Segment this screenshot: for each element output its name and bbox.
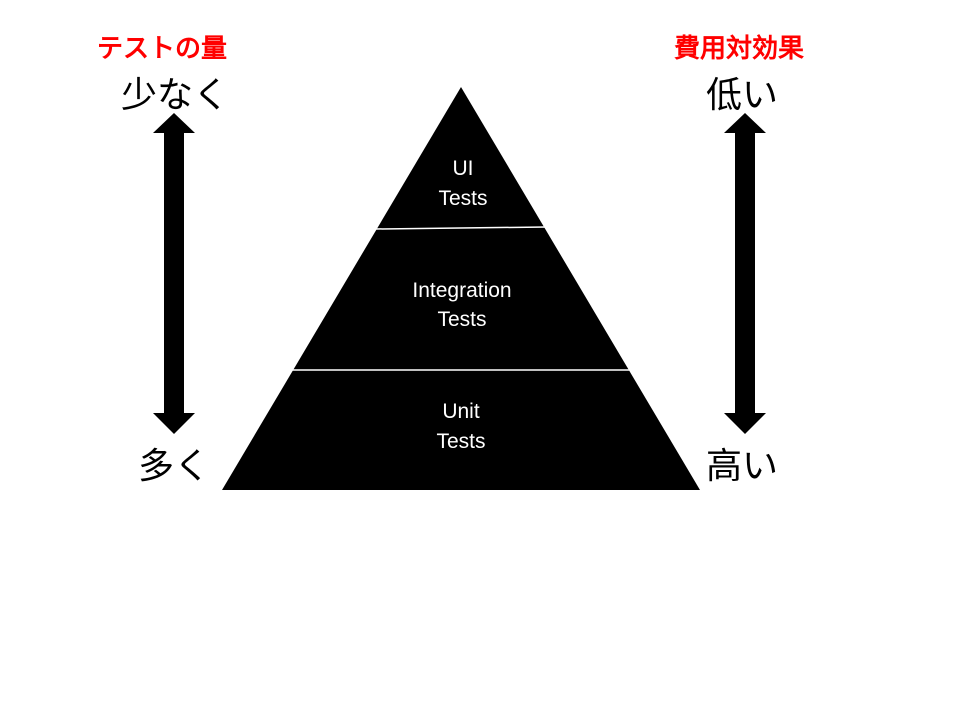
tier-label-line2: Tests [436, 430, 485, 453]
tier-label-line1: Unit [442, 400, 480, 423]
cost-effectiveness-heading: 費用対効果 [674, 34, 805, 64]
test-volume-bottom-label: 多く [138, 446, 211, 487]
cost-effectiveness-double-arrow-icon [724, 113, 766, 434]
cost-effectiveness-bottom-label: 高い [706, 446, 779, 487]
pyramid-tier-unit-tests: Unit Tests [436, 400, 485, 453]
pyramid-shape [222, 87, 700, 490]
tier-label-line2: Tests [438, 187, 487, 210]
tier-label-line2: Tests [437, 308, 486, 331]
pyramid-divider-upper [375, 226, 547, 230]
pyramid-tier-integration-tests: Integration Tests [412, 279, 511, 331]
test-volume-top-label: 少なく [121, 75, 230, 116]
test-volume-heading: テストの量 [97, 34, 228, 64]
test-volume-double-arrow-icon [153, 113, 195, 434]
pyramid-tier-ui-tests: UI Tests [438, 157, 487, 210]
cost-effectiveness-top-label: 低い [706, 75, 779, 116]
tier-label-line1: Integration [412, 279, 511, 302]
tier-label-line1: UI [453, 157, 474, 180]
